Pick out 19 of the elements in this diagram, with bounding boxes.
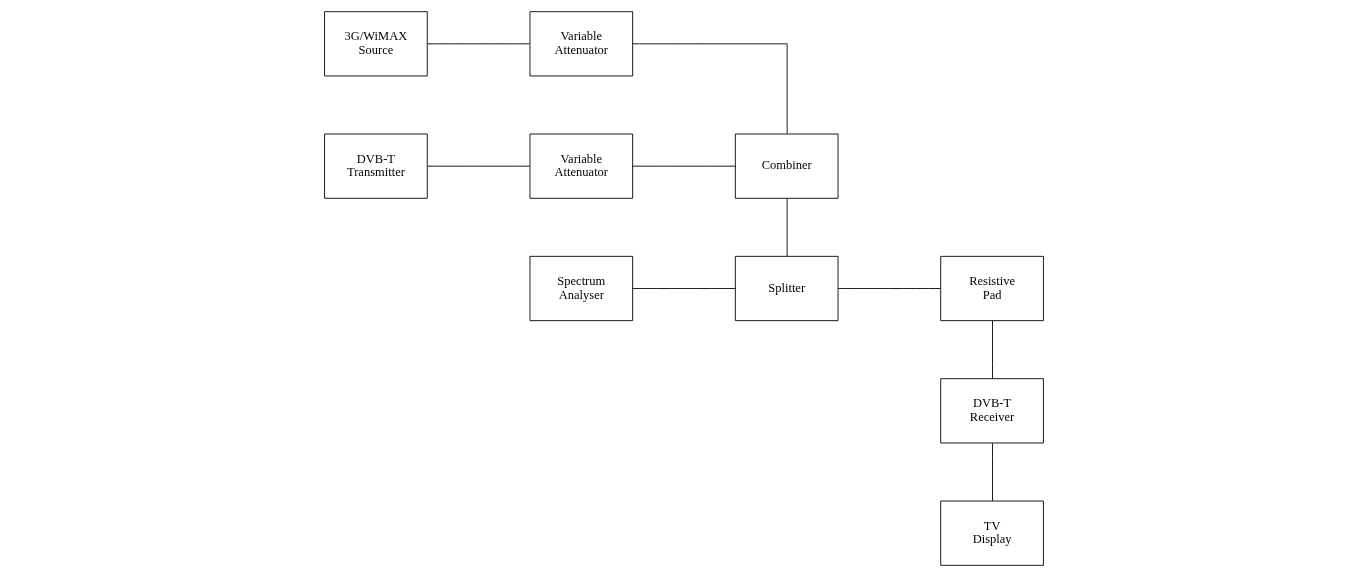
connector [632, 43, 788, 135]
connector [786, 198, 788, 257]
node-box: Combiner [734, 133, 839, 199]
connector [632, 165, 736, 167]
connector [992, 320, 993, 380]
node-box: Resistive Pad [940, 255, 1044, 322]
connector [992, 442, 993, 502]
node-box: 3G/WiMAX Source [324, 11, 428, 77]
connector [427, 165, 531, 167]
connector [427, 43, 531, 45]
connector [837, 288, 941, 289]
node-box: TV Display [940, 500, 1044, 566]
node-box: DVB-T Transmitter [324, 133, 428, 199]
node-box: Splitter [734, 255, 839, 322]
connector [632, 288, 736, 289]
node-box: Variable Attenuator [529, 11, 634, 77]
node-box: Spectrum Analyser [529, 255, 634, 322]
node-box: DVB-T Receiver [940, 378, 1044, 444]
node-box: Variable Attenuator [529, 133, 634, 199]
